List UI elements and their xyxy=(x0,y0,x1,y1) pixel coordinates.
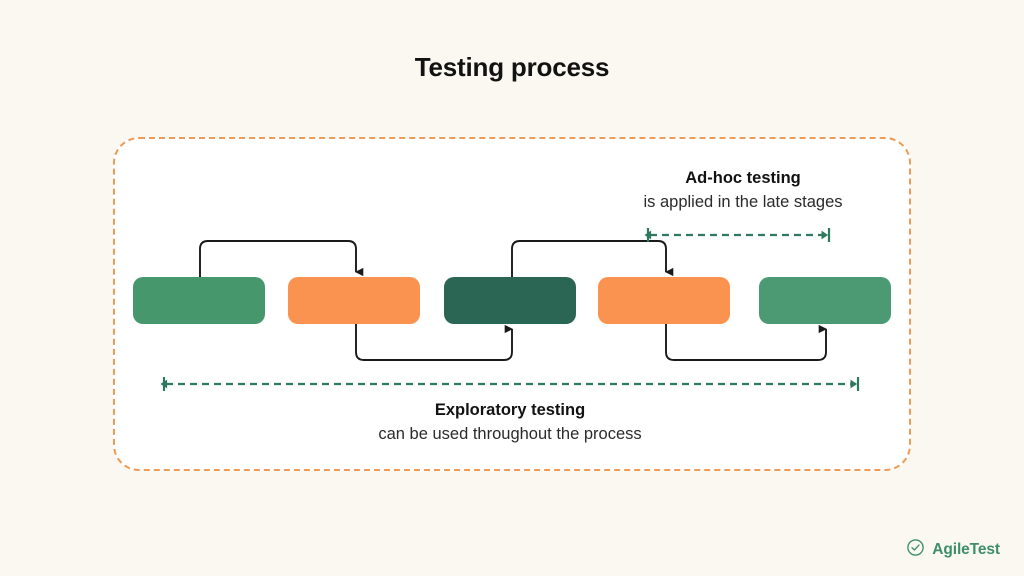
stage-box-2[interactable] xyxy=(288,277,420,324)
adhoc-annotation-subtitle: is applied in the late stages xyxy=(643,192,843,211)
stage-box-1[interactable] xyxy=(133,277,265,324)
stage-box-3[interactable] xyxy=(444,277,576,324)
stage-box-4[interactable] xyxy=(598,277,730,324)
brand-name: AgileTest xyxy=(932,541,1000,558)
page-title: Testing process xyxy=(414,52,610,82)
exploratory-annotation-subtitle: can be used throughout the process xyxy=(378,424,642,443)
exploratory-annotation: Exploratory testing can be used througho… xyxy=(340,399,680,447)
stage-box-5[interactable] xyxy=(759,277,891,324)
exploratory-annotation-title: Exploratory testing xyxy=(434,401,586,419)
brand-logo: AgileTest xyxy=(906,538,1000,562)
adhoc-annotation: Ad-hoc testing is applied in the late st… xyxy=(593,167,893,215)
adhoc-annotation-title: Ad-hoc testing xyxy=(685,169,801,187)
check-circle-icon xyxy=(906,538,925,562)
